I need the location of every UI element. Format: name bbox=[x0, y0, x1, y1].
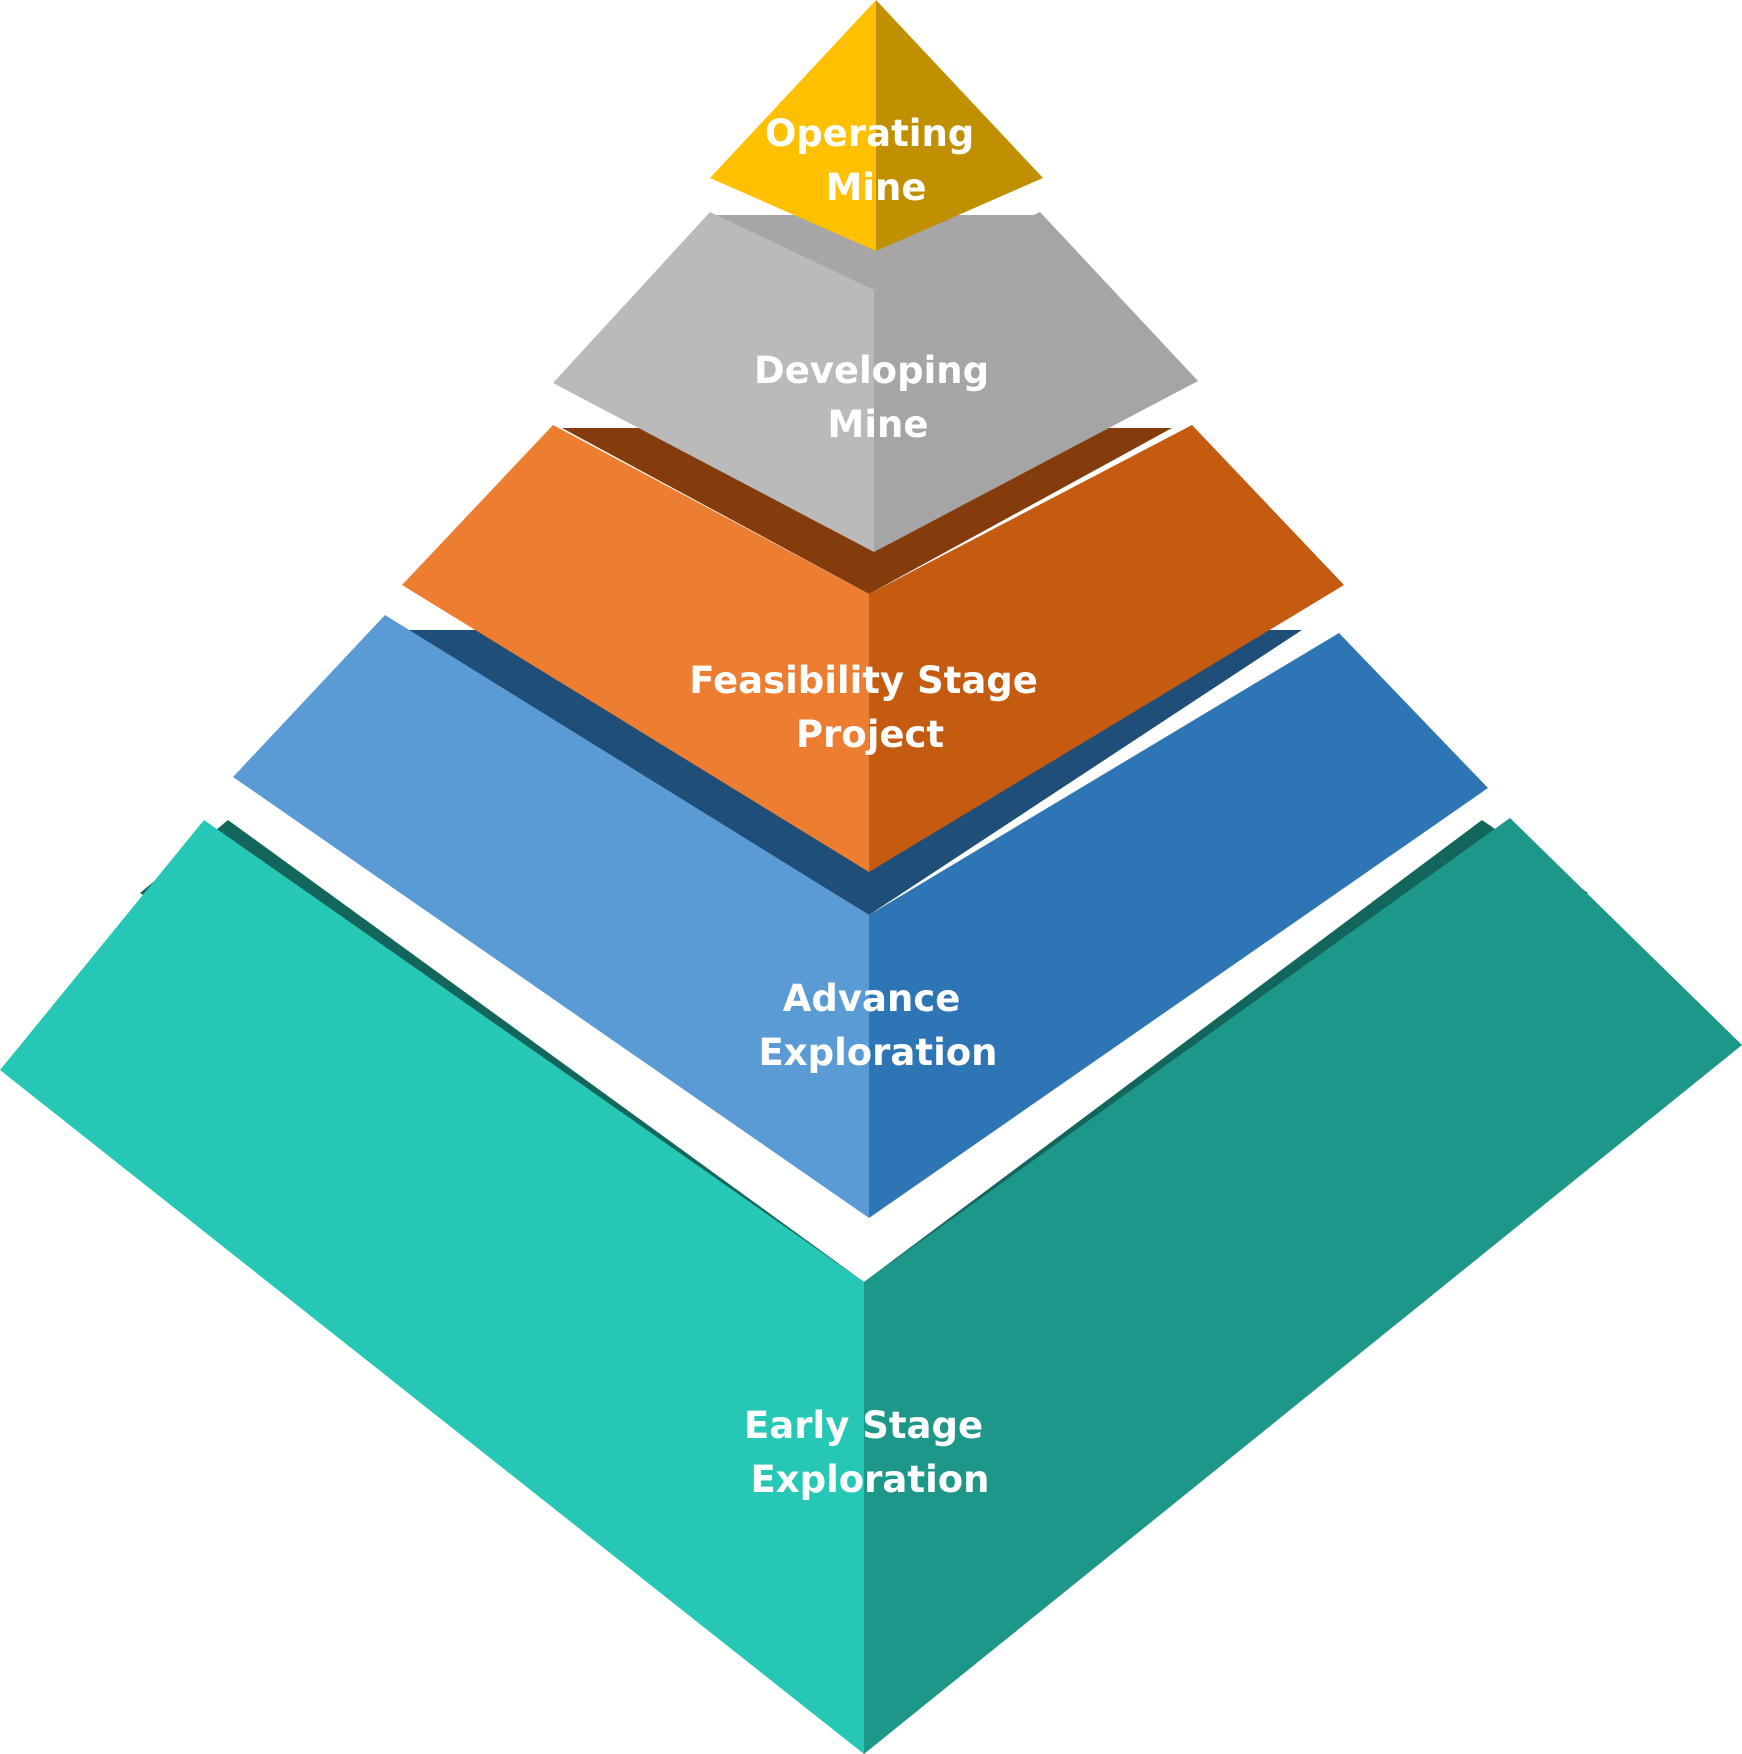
tier-left-face bbox=[0, 820, 864, 1754]
tier-right-face bbox=[869, 633, 1488, 1218]
tier-label: Advance Exploration bbox=[758, 977, 997, 1074]
tier-right-face bbox=[876, 0, 1043, 251]
tier-label: Feasibility Stage Project bbox=[689, 659, 1051, 756]
tier-label-line: Mine bbox=[826, 166, 927, 209]
tier-early-stage-exploration: Early Stage Exploration bbox=[0, 818, 1742, 1754]
tier-developing-mine: Developing Mine bbox=[553, 212, 1198, 552]
tier-right-face bbox=[874, 212, 1198, 552]
tier-label-line: Mine bbox=[828, 403, 929, 446]
tier-label-line: Advance bbox=[783, 977, 961, 1020]
tier-left-face bbox=[402, 425, 869, 872]
tier-label: Developing Mine bbox=[754, 349, 1002, 446]
tier-label-line: Developing bbox=[754, 349, 989, 392]
tier-label-line: Project bbox=[796, 713, 944, 756]
tier-label-line: Exploration bbox=[750, 1458, 989, 1501]
tier-left-face bbox=[553, 212, 874, 552]
tier-shadow-developing-mine bbox=[710, 215, 1040, 290]
tier-left-face bbox=[233, 615, 869, 1218]
tier-feasibility-stage-project: Feasibility Stage Project bbox=[402, 425, 1344, 872]
tier-operating-mine: Operating Mine bbox=[710, 0, 1043, 251]
tier-advance-exploration: Advance Exploration bbox=[233, 615, 1488, 1218]
tier-label-line: Feasibility Stage bbox=[689, 659, 1038, 702]
tier-label: Operating Mine bbox=[765, 112, 987, 209]
tier-label-line: Early Stage bbox=[744, 1404, 983, 1447]
tier-label: Early Stage Exploration bbox=[744, 1404, 996, 1501]
tier-right-face bbox=[869, 425, 1344, 872]
tier-left-face bbox=[710, 0, 876, 251]
tier-label-line: Operating bbox=[765, 112, 974, 155]
tier-right-face bbox=[864, 818, 1742, 1754]
tier-label-line: Exploration bbox=[758, 1031, 997, 1074]
